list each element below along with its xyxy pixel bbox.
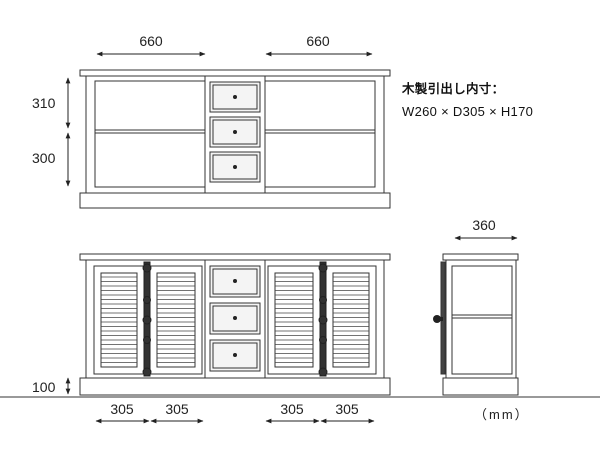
- dimension-door-widths: 305 305 305 305: [95, 401, 375, 424]
- drawer-inner-size-title: 木製引出し内寸：: [402, 82, 505, 96]
- unit-label: （mm）: [474, 407, 530, 422]
- front-view-open: [79, 69, 391, 209]
- door-hardware: [142, 261, 328, 377]
- drawer-inner-size-value: W260 × D305 × H170: [402, 104, 534, 119]
- dimension-width-right: 660: [265, 33, 373, 57]
- dim-label-height-lower: 300: [32, 150, 56, 166]
- dim-label-height-upper: 310: [32, 95, 56, 111]
- dimension-width-left: 660: [96, 33, 206, 57]
- dimension-depth: 360: [454, 217, 518, 241]
- side-view-knob: [433, 315, 443, 323]
- front-view-doors: [79, 253, 391, 396]
- dim-label-door-3: 305: [280, 401, 304, 417]
- dim-label-door-2: 305: [165, 401, 189, 417]
- dimension-height-upper: 310: [32, 77, 71, 129]
- dim-label-door-4: 305: [335, 401, 359, 417]
- drawer-knobs-top: [233, 95, 237, 169]
- dim-label-depth: 360: [472, 217, 496, 233]
- drawer-knobs-bottom: [233, 279, 237, 357]
- dim-label-width-right: 660: [306, 33, 330, 49]
- louver-slats: [101, 276, 369, 363]
- dim-label-width-left: 660: [139, 33, 163, 49]
- side-view: [440, 253, 519, 396]
- dimension-height-lower: 300: [32, 132, 71, 187]
- dim-label-door-1: 305: [110, 401, 134, 417]
- dim-label-plinth-height: 100: [32, 379, 56, 395]
- dimension-plinth-height: 100: [32, 377, 71, 395]
